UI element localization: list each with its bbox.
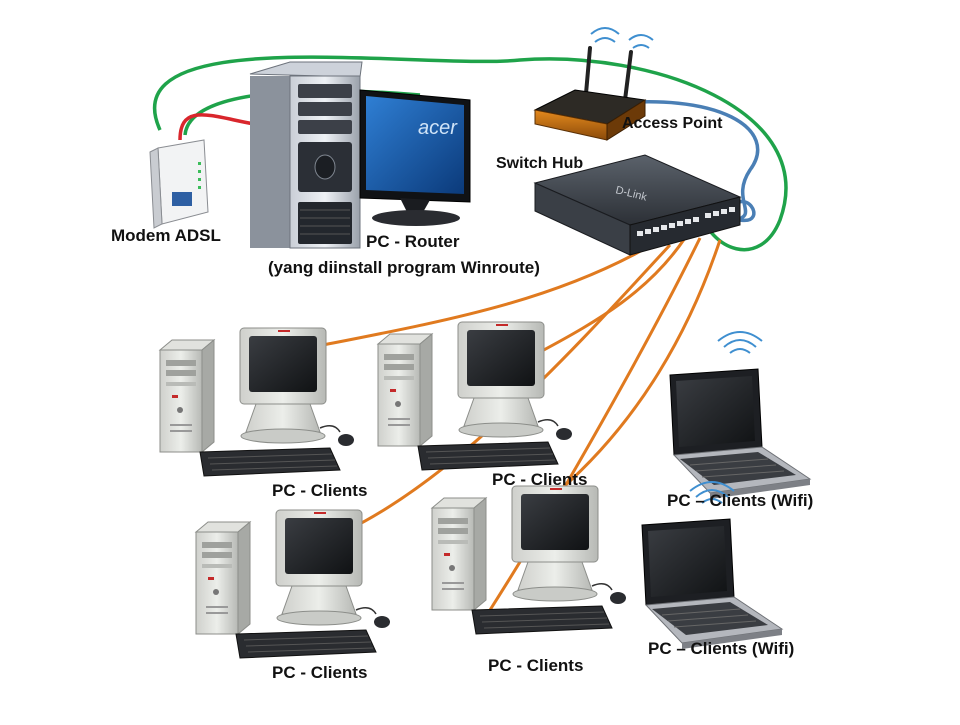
client-pc-1: [159, 327, 355, 477]
modem-adsl: [149, 139, 209, 229]
label-pc-router-sub: (yang diinstall program Winroute): [268, 258, 540, 277]
monitor-brand: acer: [418, 117, 458, 139]
wifi-laptop-1: [669, 331, 811, 500]
label-client-3: PC - Clients: [272, 663, 368, 682]
label-access-point: Access Point: [622, 115, 723, 132]
client-pc-2: [377, 321, 573, 471]
label-wifi-client-1: PC – Clients (Wifi): [667, 491, 814, 510]
client-pc-3: [195, 509, 391, 659]
label-wifi-client-2: PC – Clients (Wifi): [648, 639, 795, 658]
label-pc-router: PC - Router: [366, 232, 460, 251]
router-monitor: acer: [359, 89, 471, 226]
label-client-1: PC - Clients: [272, 481, 368, 500]
label-client-4: PC - Clients: [488, 656, 584, 675]
switch-hub: D-Link: [533, 154, 742, 256]
label-switch-hub: Switch Hub: [496, 155, 584, 172]
access-point: [533, 27, 654, 141]
label-modem-adsl: Modem ADSL: [111, 226, 221, 245]
client-pc-4: [431, 485, 627, 635]
label-client-2: PC - Clients: [492, 470, 588, 489]
red-cable: [178, 113, 261, 141]
ap-wifi-icon: [590, 27, 654, 49]
pc-router-tower: [249, 61, 363, 249]
